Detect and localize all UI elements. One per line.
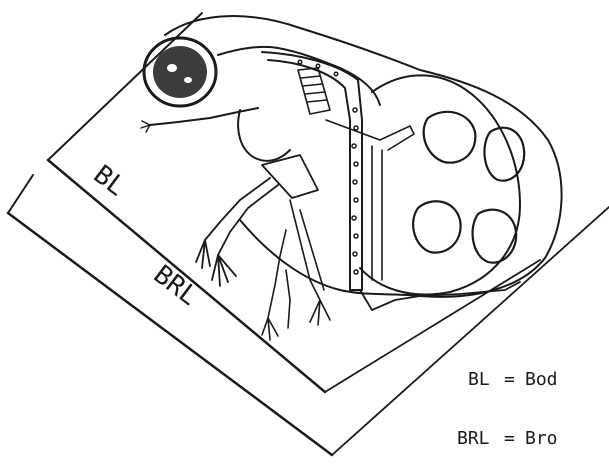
gut [262,52,362,290]
legend-entry-brl: BRL = Bro [0,428,609,456]
compound-eye [144,38,216,106]
bl-label: BL [88,160,131,203]
legend-equals-brl: = [504,428,515,449]
legend-equals-bl: = [504,369,515,390]
brood-eggs [413,112,524,263]
legend-abbr-brl: BRL [457,428,490,449]
carapace-outline [165,16,562,297]
legend-word-bl: Bod [525,369,558,390]
labrum [238,110,290,161]
dorsal-vessel [326,120,414,150]
brl-label: BRL [148,260,204,312]
legend-entry-bl: BL = Bod [0,369,609,397]
legend-word-brl: Bro [525,428,558,449]
vessel-branch [372,146,382,280]
rostrum-line [150,108,258,125]
rostral-bristles [141,121,150,132]
second-antenna [196,155,318,286]
legend-abbr-bl: BL [468,369,490,390]
